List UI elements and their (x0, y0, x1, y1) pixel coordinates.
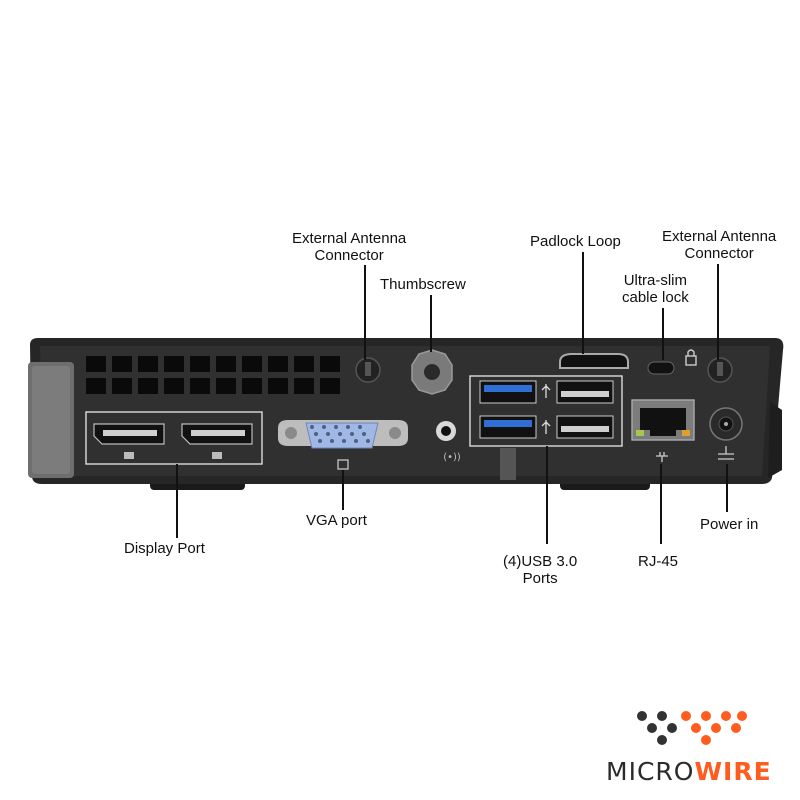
padlock-loop[interactable] (559, 353, 629, 369)
vent-grid (86, 356, 340, 394)
logo-dot (657, 711, 667, 721)
vent-slot (320, 356, 340, 372)
audio-icon: (•)) (443, 452, 461, 463)
brand-part-wire: WIRE (694, 757, 772, 786)
vga-pin (342, 439, 346, 443)
vga-port[interactable] (278, 420, 408, 449)
leader-power (726, 464, 728, 512)
cable-lock-slot[interactable] (647, 361, 675, 375)
vent-slot (86, 378, 106, 394)
logo-dot (681, 711, 691, 721)
logo-dot (637, 711, 647, 721)
brand-part-micro: MICRO (606, 757, 695, 786)
vga-pin (334, 425, 338, 429)
logo-dot (737, 711, 747, 721)
leader-antenna-right (717, 264, 719, 360)
vent-slot (138, 356, 158, 372)
vent-slot (294, 378, 314, 394)
logo-dot (647, 723, 657, 733)
network-icon (656, 452, 668, 462)
logo-dot (701, 735, 711, 745)
displayport-1[interactable] (93, 423, 165, 445)
antenna-connector-right[interactable] (707, 357, 733, 383)
thumbscrew[interactable] (411, 349, 453, 395)
label-power-in: Power in (700, 516, 759, 533)
leader-display-port (176, 464, 178, 538)
leader-vga (342, 470, 344, 510)
vga-pin (330, 439, 334, 443)
power-icon (718, 446, 734, 460)
label-padlock-loop: Padlock Loop (530, 233, 621, 250)
vga-pin (358, 425, 362, 429)
power-jack[interactable] (709, 407, 743, 441)
logo-dot (701, 711, 711, 721)
usb-divider (500, 448, 516, 480)
vga-pin (338, 432, 342, 436)
vent-slot (190, 378, 210, 394)
vent-slot (242, 356, 262, 372)
vent-slot (86, 356, 106, 372)
vent-slot (138, 378, 158, 394)
vga-pin (326, 432, 330, 436)
leader-padlock (582, 252, 584, 354)
leader-cable-lock (662, 308, 664, 360)
audio-jack[interactable] (436, 421, 456, 441)
vent-slot (164, 356, 184, 372)
logo-dot (691, 723, 701, 733)
label-vga-port: VGA port (306, 512, 367, 529)
microwire-logo-mark (637, 711, 747, 745)
logo-dot (667, 723, 677, 733)
vent-slot (216, 378, 236, 394)
vent-slot (164, 378, 184, 394)
vent-slot (112, 356, 132, 372)
leader-antenna-left (364, 265, 366, 360)
usb-port-4[interactable] (556, 415, 614, 439)
vga-pin (310, 425, 314, 429)
vga-pin (314, 432, 318, 436)
antenna-connector-left[interactable] (355, 357, 381, 383)
vent-slot (190, 356, 210, 372)
label-display-port: Display Port (124, 540, 205, 557)
vga-pin (318, 439, 322, 443)
logo-dot (731, 723, 741, 733)
vga-pin (346, 425, 350, 429)
vga-pin (350, 432, 354, 436)
microwire-brand: MICROWIRE (606, 757, 772, 786)
logo-dot (721, 711, 731, 721)
usb-port-3[interactable] (556, 380, 614, 404)
usb-port-2[interactable] (479, 415, 537, 439)
displayport-2[interactable] (181, 423, 253, 445)
leader-usb (546, 446, 548, 544)
vga-icon (337, 459, 349, 470)
leader-rj45 (660, 464, 662, 544)
vga-pin (366, 439, 370, 443)
usb-port-1[interactable] (479, 380, 537, 404)
vent-slot (268, 378, 288, 394)
displayport-icon (124, 452, 222, 459)
logo-dot (657, 735, 667, 745)
logo-dot (711, 723, 721, 733)
vent-slot (112, 378, 132, 394)
leader-thumbscrew (430, 295, 432, 352)
vent-slot (320, 378, 340, 394)
vent-slot (216, 356, 236, 372)
vga-pin (322, 425, 326, 429)
vent-slot (242, 378, 262, 394)
vent-slot (268, 356, 288, 372)
label-thumbscrew: Thumbscrew (380, 276, 466, 293)
lock-icon (685, 349, 697, 366)
label-rj45: RJ-45 (638, 553, 679, 570)
vent-slot (294, 356, 314, 372)
vga-pin (354, 439, 358, 443)
vga-pin (362, 432, 366, 436)
usb-icon (541, 384, 551, 434)
rj45-port[interactable] (631, 399, 695, 441)
